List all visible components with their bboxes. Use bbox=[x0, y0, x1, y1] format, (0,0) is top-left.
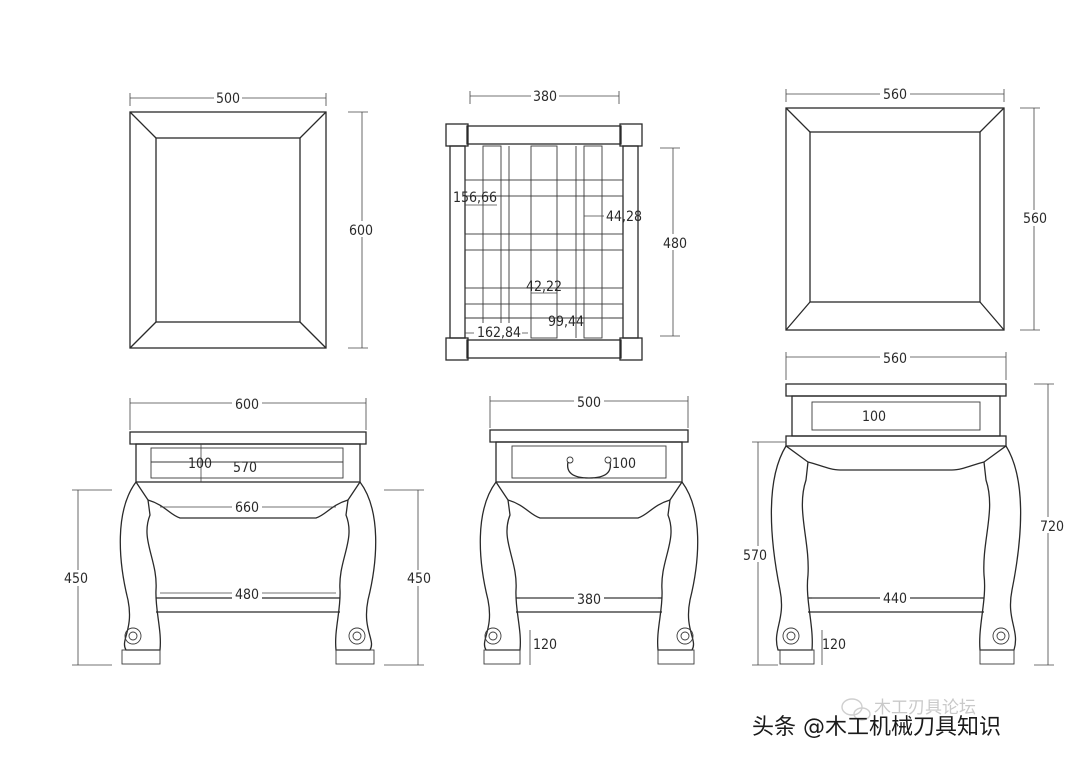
dim-slat-label: 44,28 bbox=[606, 209, 642, 225]
dim-leg-height-label: 570 bbox=[743, 548, 767, 564]
dim-drawer-height-label: 100 bbox=[612, 456, 636, 472]
dim-height-label: 480 bbox=[663, 236, 687, 252]
dim-slat-label: 156,66 bbox=[453, 190, 497, 206]
dim-slat-label: 162,84 bbox=[477, 325, 521, 341]
dim-apron-label: 660 bbox=[235, 500, 259, 516]
dim-stretcher-label: 440 bbox=[883, 591, 907, 607]
dim-drawer-height-label: 100 bbox=[862, 409, 886, 425]
dim-drawer-height-label: 100 bbox=[188, 456, 212, 472]
dim-foot-label: 120 bbox=[822, 637, 846, 653]
watermark: 木工刃具论坛 头条 @木工机械刀具知识 bbox=[752, 698, 1001, 740]
dim-height-left-label: 450 bbox=[64, 571, 88, 587]
dim-slat-label: 42,22 bbox=[526, 279, 562, 295]
dim-drawer-width-label: 570 bbox=[233, 460, 257, 476]
top-left-panel-view: 500 600 bbox=[129, 89, 376, 349]
dim-total-height-label: 720 bbox=[1040, 519, 1064, 535]
dim-width-label: 380 bbox=[533, 89, 557, 105]
dim-top-label: 500 bbox=[577, 395, 601, 411]
watermark-credit-text: 头条 @木工机械刀具知识 bbox=[752, 715, 1001, 740]
top-right-panel-view: 560 560 bbox=[785, 86, 1050, 331]
dim-width-label: 560 bbox=[883, 87, 907, 103]
dim-top-label: 600 bbox=[235, 397, 259, 413]
section-elevation-view: 560 100 440 120 570 720 bbox=[740, 349, 1068, 666]
dim-foot-label: 120 bbox=[533, 637, 557, 653]
watermark-faint-text: 木工刃具论坛 bbox=[874, 698, 976, 718]
dim-height-right-label: 450 bbox=[407, 571, 431, 587]
dim-stretcher-label: 380 bbox=[577, 592, 601, 608]
dim-height-label: 600 bbox=[349, 223, 373, 239]
dim-stretcher-label: 480 bbox=[235, 587, 259, 603]
dim-width-label: 500 bbox=[216, 91, 240, 107]
dim-slat-label: 99,44 bbox=[548, 314, 584, 330]
front-elevation-view: 600 100 570 660 480 450 bbox=[62, 395, 434, 666]
side-elevation-view: 500 100 380 120 bbox=[479, 393, 699, 665]
dim-height-label: 560 bbox=[1023, 211, 1047, 227]
dim-top-label: 560 bbox=[883, 351, 907, 367]
wechat-icon bbox=[841, 698, 871, 721]
top-middle-lattice-view: 380 480 156,66 44,28 42,22 99,44 162,84 bbox=[445, 88, 690, 361]
